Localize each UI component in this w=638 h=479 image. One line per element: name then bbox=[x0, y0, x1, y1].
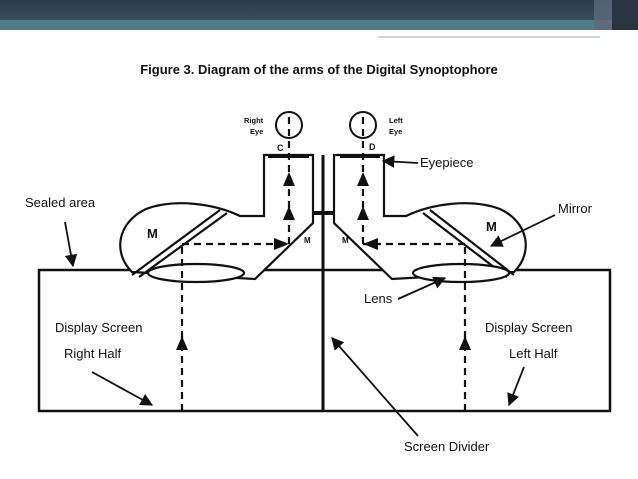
label-right-half: Right Half bbox=[64, 346, 121, 361]
slide-header-block-dark bbox=[612, 0, 638, 30]
screen-divider-arrow bbox=[331, 337, 419, 437]
left-lens bbox=[411, 262, 511, 284]
right-mirror bbox=[131, 209, 221, 276]
label-m-left-small: M bbox=[304, 236, 311, 245]
slide-header-block bbox=[594, 0, 612, 30]
left-path-arrow-3 bbox=[357, 206, 369, 220]
lens-arrow bbox=[397, 276, 447, 300]
left-path-arrow-1 bbox=[459, 336, 471, 350]
right-path-arrow-1 bbox=[176, 336, 188, 350]
right-eye-circle bbox=[275, 111, 303, 139]
left-path-arrow-4 bbox=[357, 172, 369, 186]
label-screen-divider: Screen Divider bbox=[404, 439, 490, 454]
label-left-eye-1: Left bbox=[389, 116, 403, 125]
right-path-arrow-2 bbox=[274, 238, 289, 250]
right-half-arrow bbox=[91, 371, 154, 406]
slide-header-bar bbox=[0, 0, 638, 20]
label-m-left-big: M bbox=[147, 226, 158, 241]
label-display-screen-right: Display Screen bbox=[485, 320, 572, 335]
figure-title: Figure 3. Diagram of the arms of the Dig… bbox=[140, 62, 498, 77]
right-lens bbox=[146, 262, 246, 284]
label-mirror: Mirror bbox=[558, 201, 593, 216]
right-path-arrow-3 bbox=[283, 206, 295, 220]
label-m-right-big: M bbox=[486, 219, 497, 234]
left-half-arrow bbox=[507, 366, 525, 407]
label-point-c: C bbox=[277, 143, 284, 153]
left-mirror bbox=[429, 209, 515, 276]
label-m-right-small: M bbox=[342, 236, 349, 245]
mirror-arrow bbox=[489, 214, 556, 247]
left-path-arrow-2 bbox=[363, 238, 378, 250]
label-lens: Lens bbox=[364, 291, 393, 306]
label-display-screen-left: Display Screen bbox=[55, 320, 142, 335]
label-right-eye-2: Eye bbox=[250, 127, 263, 136]
left-eye-circle bbox=[349, 111, 377, 139]
label-left-eye-2: Eye bbox=[389, 127, 402, 136]
label-sealed-area: Sealed area bbox=[25, 195, 96, 210]
label-left-half: Left Half bbox=[509, 346, 558, 361]
eyepiece-arrow bbox=[381, 155, 419, 168]
label-right-eye-1: Right bbox=[244, 116, 264, 125]
right-path-arrow-4 bbox=[283, 172, 295, 186]
label-point-d: D bbox=[369, 142, 376, 152]
sealed-area-arrow bbox=[64, 221, 78, 268]
slide-header-accent bbox=[0, 20, 638, 30]
label-eyepiece: Eyepiece bbox=[420, 155, 473, 170]
right-arm-housing bbox=[119, 153, 315, 281]
slide-accent-line bbox=[378, 36, 600, 38]
